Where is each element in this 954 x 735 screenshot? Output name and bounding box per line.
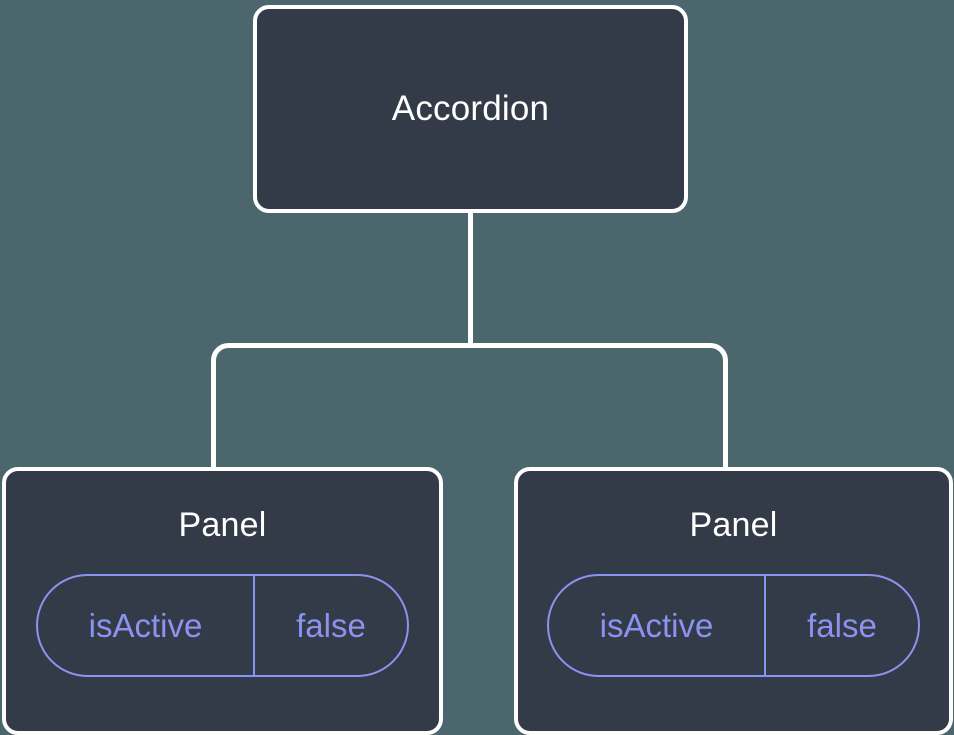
edge-to-panel-0 [211,343,471,470]
node-title: Panel [689,506,778,544]
node-title: Accordion [391,88,550,128]
node-title: Panel [178,506,267,544]
tree-node-panel-1[interactable]: Panel isActive false [514,467,953,735]
state-badge-divider [764,576,766,676]
state-badge-value: false [807,606,877,644]
state-badge[interactable]: isActive false [36,574,409,678]
tree-node-panel-0[interactable]: Panel isActive false [2,467,443,735]
tree-node-accordion[interactable]: Accordion [253,5,688,213]
state-badge-key: isActive [88,606,203,644]
edge-to-panel-1 [470,343,728,470]
state-badge-divider [253,576,255,676]
state-badge-value: false [296,606,366,644]
state-badge-key: isActive [599,606,714,644]
state-badge[interactable]: isActive false [547,574,920,678]
